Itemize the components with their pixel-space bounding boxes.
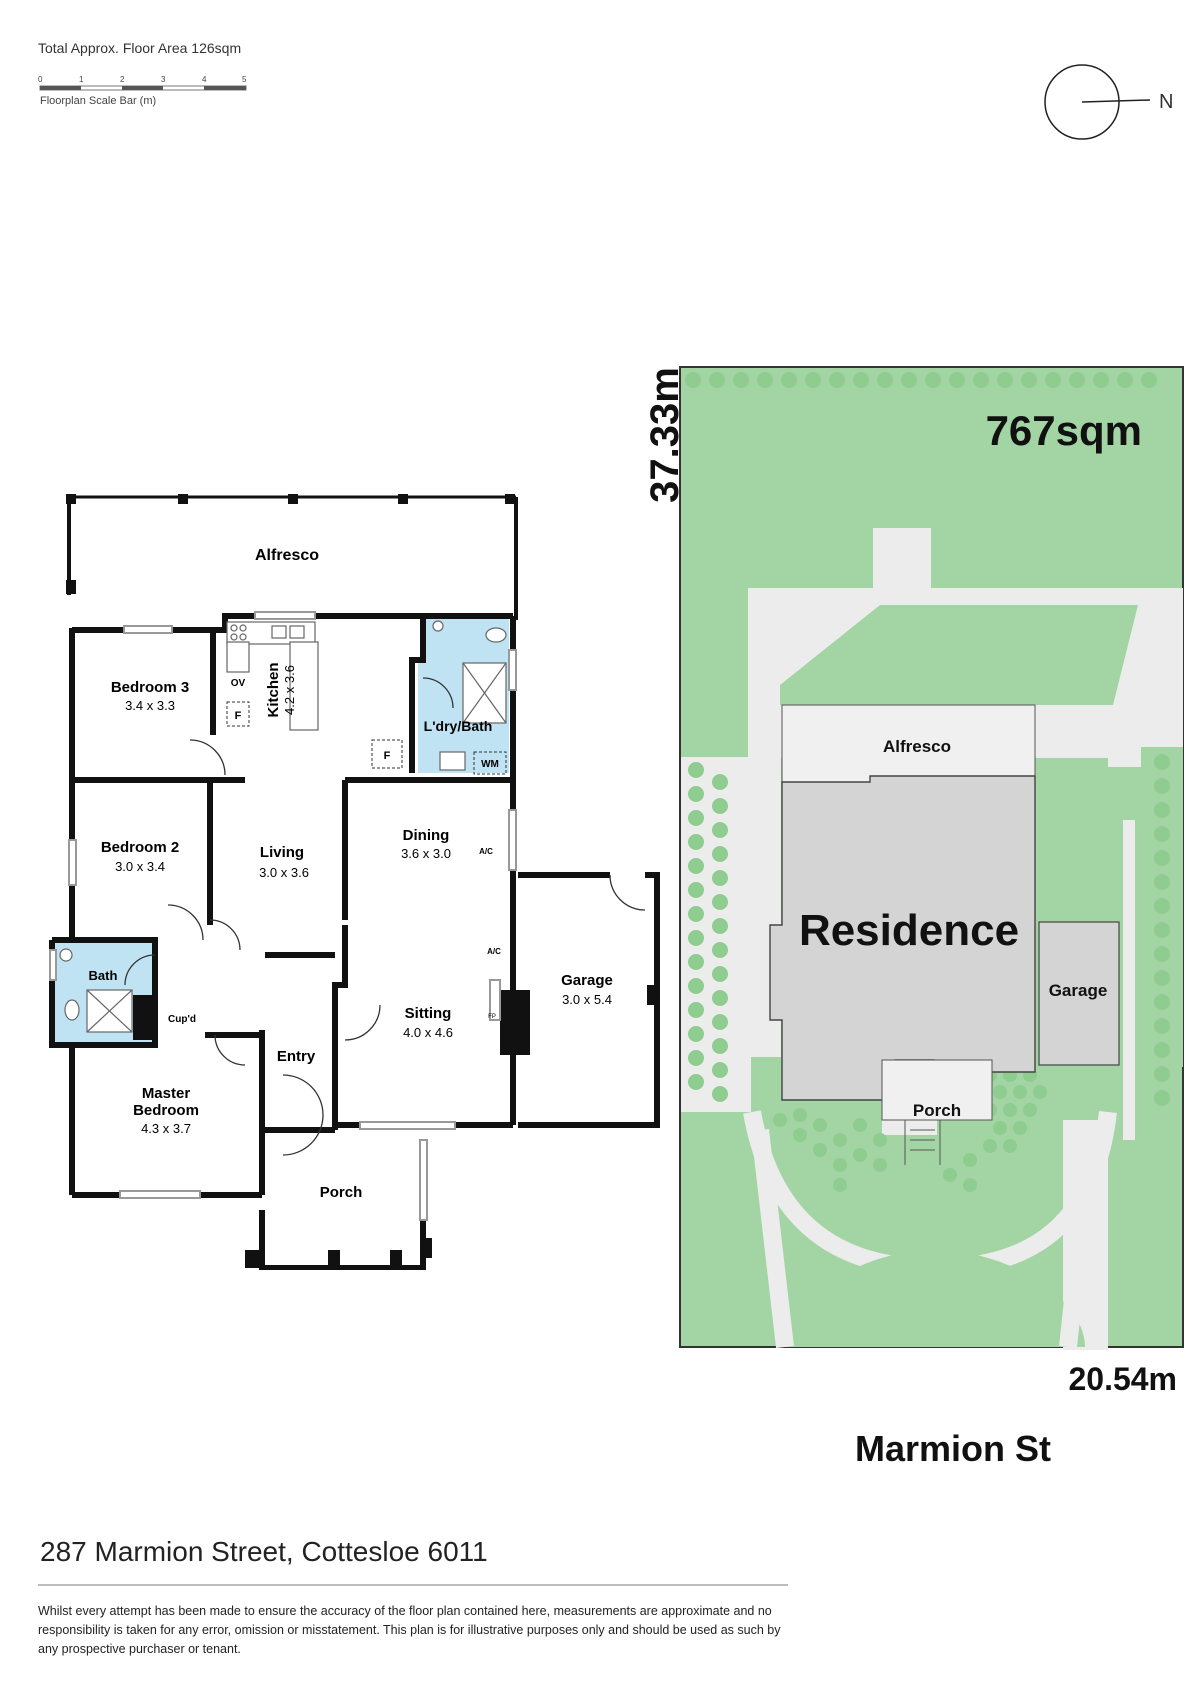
room-dining-dims: 3.6 x 3.0 — [401, 846, 451, 861]
room-porch: Porch — [320, 1184, 363, 1201]
room-living-dims: 3.0 x 3.6 — [259, 865, 309, 880]
bathroom-fixtures — [59, 620, 507, 1033]
disclaimer-text: Whilst every attempt has been made to en… — [38, 1604, 781, 1656]
fireplace-label: FP — [488, 1014, 496, 1020]
kitchen-fixtures — [226, 621, 319, 731]
room-kitchen-dims: 4.2 x 3.6 — [282, 665, 297, 715]
rear-lawn-patch — [780, 605, 1138, 705]
doors — [124, 677, 646, 1156]
room-garage: Garage — [561, 972, 613, 989]
posts — [66, 494, 657, 1268]
room-master-line1: Master — [142, 1085, 191, 1102]
room-bedroom3-dims: 3.4 x 3.3 — [125, 698, 175, 713]
scale-tick: 0 — [38, 75, 43, 84]
street-name: Marmion St — [855, 1428, 1052, 1469]
side-hedge-left — [688, 762, 728, 1102]
porch-block — [881, 1059, 993, 1121]
room-bath: Bath — [89, 968, 118, 983]
ac-label-2: A/C — [487, 947, 501, 956]
scale-tick: 4 — [202, 75, 207, 84]
compass-circle — [1044, 64, 1120, 140]
scale-bar: 0 1 2 3 4 5 — [38, 75, 247, 91]
garage-block — [1038, 921, 1120, 1066]
wm-label: WM — [481, 759, 499, 770]
site-plan: 767sqm 37.33m 20.54m Residence Alfresco … — [643, 366, 1184, 1397]
room-cupd: Cup'd — [168, 1014, 196, 1025]
fridge-box — [226, 701, 250, 727]
fridge-label: F — [235, 710, 242, 722]
north-compass: N — [1044, 64, 1173, 140]
exterior-walls — [49, 495, 660, 1270]
compass-needle — [1081, 99, 1151, 103]
room-garage-dims: 3.0 x 5.4 — [562, 992, 612, 1007]
room-laundry: L'dry/Bath — [424, 718, 493, 734]
oven-label: OV — [231, 678, 246, 689]
room-kitchen: Kitchen — [265, 662, 282, 717]
room-alfresco: Alfresco — [255, 547, 319, 564]
room-bedroom3: Bedroom 3 — [111, 679, 189, 696]
room-entry: Entry — [277, 1048, 316, 1065]
hedge-top — [685, 372, 1157, 388]
room-bedroom2: Bedroom 2 — [101, 839, 179, 856]
room-living: Living — [260, 844, 304, 861]
room-bedroom2-dims: 3.0 x 3.4 — [115, 859, 165, 874]
footer-divider — [38, 1584, 788, 1586]
windows — [49, 611, 517, 1221]
floor-plan: Alfresco Bedroom 3 3.4 x 3.3 Kitchen 4.2… — [49, 494, 660, 1270]
scale-caption: Floorplan Scale Bar (m) — [40, 95, 157, 107]
scale-tick: 2 — [120, 75, 125, 84]
front-lawn-circle — [785, 1250, 1085, 1347]
room-master-line2: Bedroom — [133, 1102, 199, 1119]
scale-tick: 1 — [79, 75, 84, 84]
porch-garden — [773, 1068, 1047, 1192]
front-path-left — [751, 1128, 794, 1349]
compass-north-label: N — [1159, 91, 1173, 113]
site-porch-label: Porch — [913, 1101, 961, 1120]
steps — [904, 1120, 941, 1165]
wm-box — [473, 751, 507, 775]
scale-tick: 5 — [242, 75, 247, 84]
site-width: 20.54m — [1068, 1361, 1177, 1397]
room-sitting-dims: 4.0 x 4.6 — [403, 1025, 453, 1040]
room-sitting: Sitting — [405, 1005, 452, 1022]
site-depth: 37.33m — [643, 367, 687, 503]
front-path-right — [1059, 1139, 1099, 1348]
site-alfresco-label: Alfresco — [883, 737, 951, 756]
room-dining: Dining — [403, 827, 450, 844]
fridge-box-2 — [371, 739, 403, 769]
fridge-label-2: F — [384, 750, 391, 762]
side-hedge-right — [1154, 754, 1170, 1106]
site-area: 767sqm — [986, 407, 1142, 454]
site-garage-label: Garage — [1049, 981, 1108, 1000]
scale-tick: 3 — [161, 75, 166, 84]
property-address: 287 Marmion Street, Cottesloe 6011 — [40, 1536, 488, 1567]
side-lawn — [1040, 784, 1123, 924]
site-residence-label: Residence — [799, 906, 1019, 955]
ac-label: A/C — [479, 847, 493, 856]
floor-area-text: Total Approx. Floor Area 126sqm — [38, 40, 242, 56]
room-master-dims: 4.3 x 3.7 — [141, 1121, 191, 1136]
